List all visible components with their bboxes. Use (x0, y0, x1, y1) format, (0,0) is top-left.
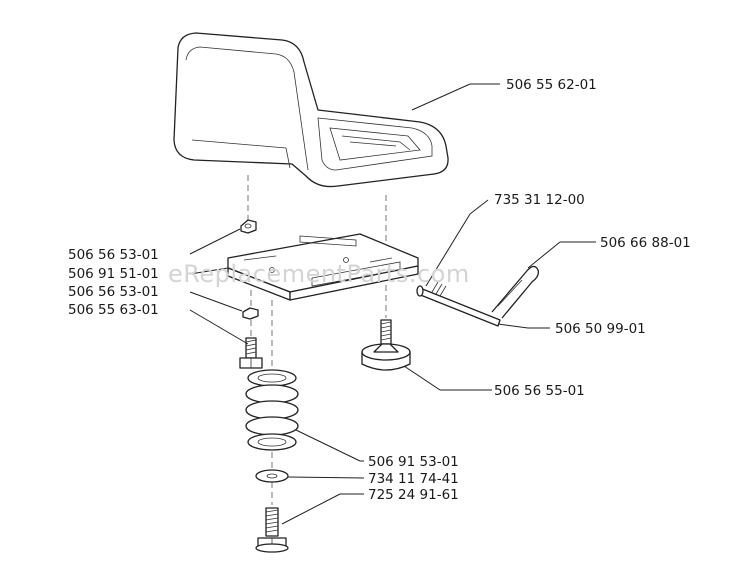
bracket-part[interactable] (227, 233, 419, 301)
label-knob[interactable]: 506 56 55-01 (494, 383, 585, 399)
label-nut-mid[interactable]: 506 56 53-01 (68, 284, 159, 300)
label-spring[interactable]: 506 91 53-01 (368, 454, 459, 470)
watermark-text: eReplacementParts.com (168, 260, 470, 288)
label-clip[interactable]: 506 66 88-01 (600, 235, 691, 251)
clip-part[interactable] (491, 265, 540, 319)
label-bolt-small[interactable]: 506 55 63-01 (68, 302, 159, 318)
leader-lines (189, 83, 596, 525)
washer-part[interactable] (255, 469, 289, 483)
assembly-axes (247, 175, 387, 505)
label-rod[interactable]: 506 50 99-01 (555, 321, 646, 337)
bolt-small-part[interactable] (239, 337, 263, 369)
label-washer[interactable]: 734 11 74-41 (368, 471, 459, 487)
nut-mid-part[interactable] (242, 307, 259, 320)
label-nut-top[interactable]: 506 56 53-01 (68, 247, 159, 263)
rod-part[interactable] (416, 281, 501, 327)
knob-part[interactable] (361, 319, 411, 371)
nut-top-part[interactable] (240, 219, 257, 234)
bolt-bottom-part[interactable] (255, 507, 289, 553)
label-bracket[interactable]: 506 91 51-01 (68, 266, 159, 282)
spring-part[interactable] (245, 369, 299, 451)
seat-part[interactable] (173, 32, 449, 188)
label-seat[interactable]: 506 55 62-01 (506, 77, 597, 93)
label-pin[interactable]: 735 31 12-00 (494, 192, 585, 208)
label-bolt-bottom[interactable]: 725 24 91-61 (368, 487, 459, 503)
